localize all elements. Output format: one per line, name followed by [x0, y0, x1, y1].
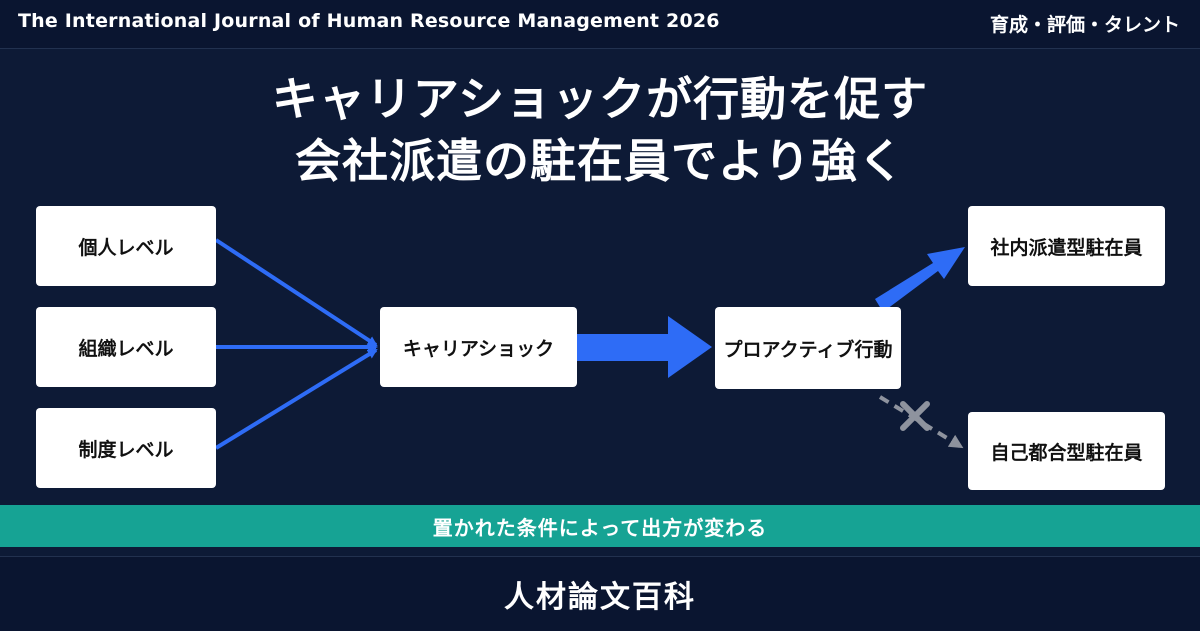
box-individual-level: 個人レベル — [36, 206, 216, 286]
headline: キャリアショックが行動を促す 会社派遣の駐在員でより強く — [0, 68, 1200, 192]
headline-line-2: 会社派遣の駐在員でより強く — [294, 134, 906, 188]
headline-line-1: キャリアショックが行動を促す — [271, 72, 929, 126]
summary-band: 置かれた条件によって出方が変わる — [0, 505, 1200, 547]
arrow-shock-to-proactive — [577, 316, 712, 378]
box-system-level: 制度レベル — [36, 408, 216, 488]
cross-mark-icon — [900, 401, 930, 431]
box-organization-level: 組織レベル — [36, 307, 216, 387]
arrow-proactive-to-company-assigned — [875, 247, 965, 312]
top-bar: The International Journal of Human Resou… — [0, 0, 1200, 49]
box-career-shock: キャリアショック — [380, 307, 577, 387]
box-self-initiated-expatriate: 自己都合型駐在員 — [968, 412, 1165, 490]
box-company-assigned-expatriate: 社内派遣型駐在員 — [968, 206, 1165, 286]
box-proactive-behavior: プロアクティブ行動 — [715, 307, 901, 389]
arrow-system-to-shock — [214, 348, 378, 450]
footer-brand: 人材論文百科 — [0, 556, 1200, 631]
arrow-individual-to-shock — [214, 238, 378, 347]
category-tags: 育成・評価・タレント — [989, 14, 1180, 36]
journal-title: The International Journal of Human Resou… — [18, 10, 720, 32]
